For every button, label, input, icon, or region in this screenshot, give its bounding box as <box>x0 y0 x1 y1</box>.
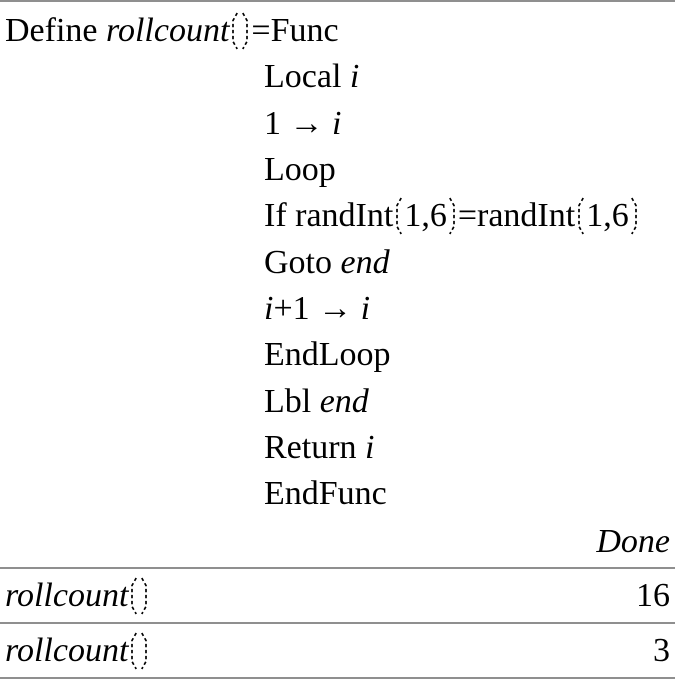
variable-text: end <box>340 243 390 281</box>
code-line: i+1 → i <box>5 286 675 332</box>
code-text: If randInt <box>264 197 394 235</box>
entry-result-line[interactable]: Done <box>5 517 675 567</box>
define-line: Define rollcount =Func <box>5 8 675 54</box>
call-result[interactable]: 3 <box>653 631 670 669</box>
paren-open-icon <box>131 577 138 615</box>
separator-1 <box>0 567 675 570</box>
code-line: Return i <box>5 425 675 471</box>
code-text: =Func <box>251 12 339 50</box>
paren-close-icon <box>630 197 637 235</box>
code-text: 1,6 <box>586 197 629 235</box>
paren-open-icon <box>578 197 585 235</box>
code-text: Goto <box>264 243 341 281</box>
variable-text: rollcount <box>5 576 129 614</box>
separator-2 <box>0 622 675 625</box>
history-entry-call-2[interactable]: rollcount 3 <box>0 624 675 677</box>
variable-text: end <box>319 382 369 420</box>
code-line: Lbl end <box>5 378 675 424</box>
paren-close-icon <box>448 197 455 235</box>
code-line: EndLoop <box>5 332 675 378</box>
history-entry-call-1[interactable]: rollcount 16 <box>0 569 675 622</box>
code-text: +1 → <box>273 289 361 327</box>
code-line: Goto end <box>5 239 675 285</box>
code-line: 1 → i <box>5 101 675 147</box>
code-text: Lbl <box>264 382 320 420</box>
paren-open-icon <box>232 12 239 50</box>
status-done: Done <box>596 523 670 561</box>
variable-text: i <box>264 289 274 327</box>
paren-close-icon <box>141 632 148 670</box>
paren-close-icon <box>141 577 148 615</box>
code-line: Local i <box>5 54 675 100</box>
code-text: Local <box>264 58 350 96</box>
separator-top <box>0 0 675 2</box>
separator-bottom <box>0 677 675 680</box>
code-text: Define <box>5 12 107 50</box>
variable-text: i <box>360 289 371 327</box>
paren-open-icon <box>131 632 138 670</box>
code-line: Loop <box>5 147 675 193</box>
variable-text: i <box>365 428 375 466</box>
paren-close-icon <box>242 12 249 50</box>
variable-text: i <box>332 104 342 142</box>
variable-text: rollcount <box>106 12 230 50</box>
code-text: Loop <box>264 151 336 189</box>
call-expression[interactable]: rollcount <box>5 632 150 670</box>
code-text: 1 → <box>264 104 332 142</box>
paren-open-icon <box>396 197 403 235</box>
variable-text: i <box>349 58 360 96</box>
code-text: =randInt <box>457 197 576 235</box>
code-text: EndLoop <box>264 336 391 374</box>
code-line: EndFunc <box>5 471 675 517</box>
code-text: EndFunc <box>264 475 387 513</box>
code-text: 1,6 <box>404 197 447 235</box>
call-result[interactable]: 16 <box>636 576 670 614</box>
code-text: Return <box>264 428 366 466</box>
variable-text: rollcount <box>5 631 129 669</box>
code-line: If randInt 1,6 =randInt 1,6 <box>5 193 675 239</box>
call-expression[interactable]: rollcount <box>5 577 150 615</box>
